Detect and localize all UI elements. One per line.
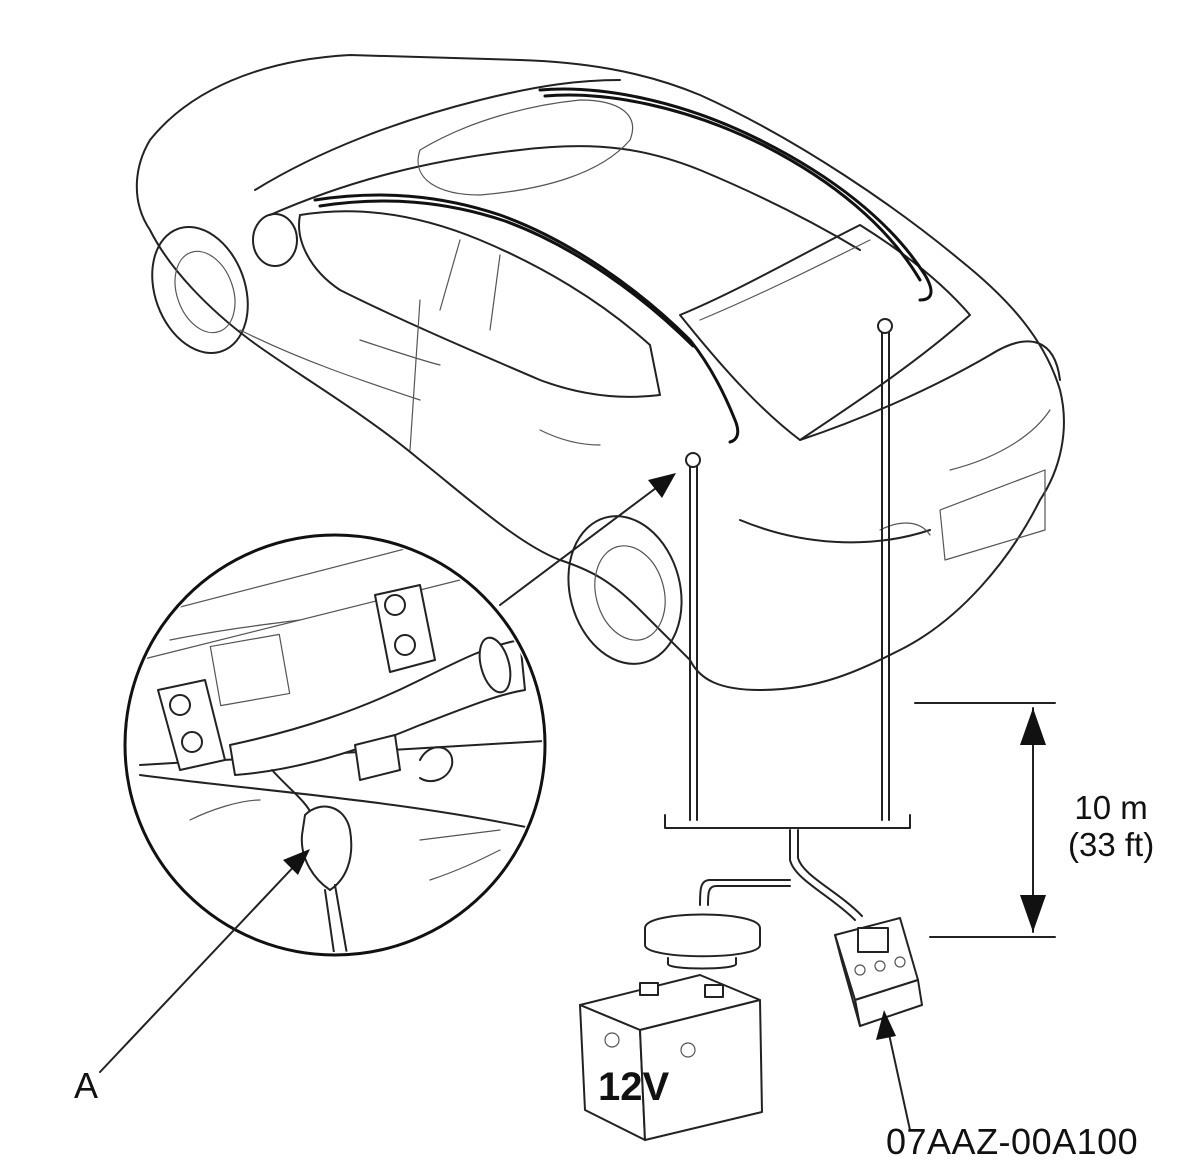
distance-label: 10 m (33 ft) [1068, 789, 1155, 864]
battery-voltage-label: 12V [598, 1065, 669, 1109]
pointer-arrow-to-car [499, 473, 676, 606]
battery-12v: 12V [579, 974, 763, 1141]
detail-magnifier [99, 533, 547, 1073]
air-leak-tester-tool [834, 917, 923, 1131]
car-illustration [135, 54, 1065, 691]
regulator-unit [644, 913, 761, 970]
tool-number-label: 07AAZ-00A100 [886, 1121, 1139, 1162]
test-hoses [664, 318, 911, 921]
roof-drain-channels [313, 87, 933, 444]
distance-imperial: (33 ft) [1068, 825, 1155, 863]
dimension-marker [914, 702, 1056, 938]
callout-label-a: A [74, 1065, 99, 1106]
distance-metric: 10 m [1074, 789, 1148, 826]
